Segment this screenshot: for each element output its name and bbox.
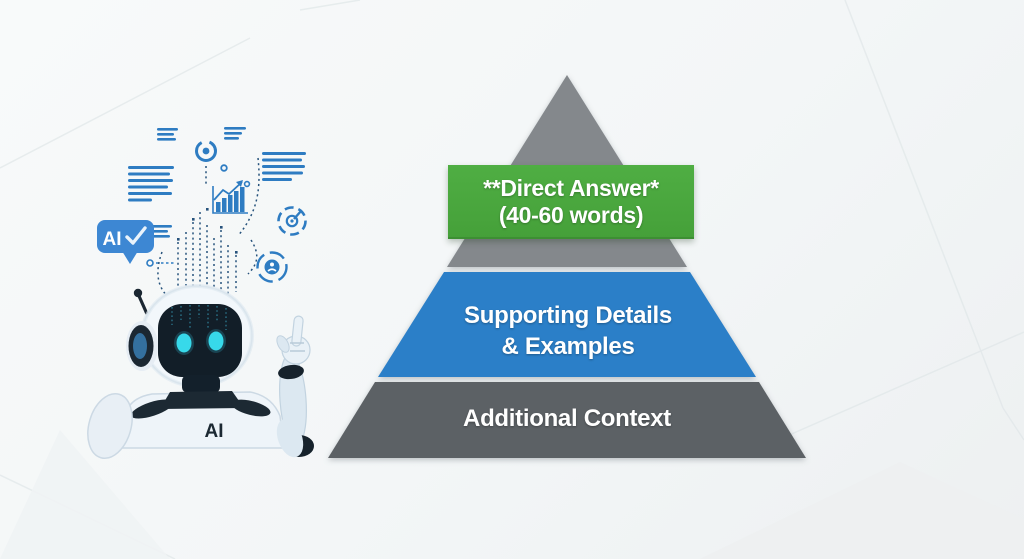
robot-eyes [174,329,226,355]
bar-chart-icon [212,180,248,214]
doc-lines-left [128,166,174,202]
banner-line2: (40-60 words) [498,202,644,228]
doc-lines-top-mid [224,127,246,140]
direct-answer-banner: **Direct Answer* (40-60 words) [448,165,694,239]
robot-hand [276,315,311,365]
middle-line2: & Examples [501,333,635,360]
robot-antenna-icon [133,288,149,315]
robot: AI [87,284,314,459]
robot-face [158,304,242,377]
background-line [754,331,1024,451]
robot-neck [182,375,220,393]
middle-line1: Supporting Details [464,302,672,329]
background-line [299,0,361,11]
dashed-connector [146,259,174,267]
target-ring-icon [195,140,217,162]
speech-bubble-ai: AI [97,220,154,264]
background-polygon [0,430,170,559]
doc-lines-right [262,152,306,181]
robot-shoulder-left [130,399,174,419]
node-dot [243,180,251,188]
speech-bubble-label: AI [103,229,122,250]
robot-wrist-band [278,364,304,380]
robot-collar [160,391,244,409]
robot-ear [126,321,158,371]
face-code-streams [171,305,227,330]
robot-shoulder-right [231,399,271,417]
background-polygon [700,462,1024,559]
additional-context-label: Additional Context [375,405,759,433]
banner-line1: **Direct Answer* [483,175,659,201]
background-line [1002,407,1024,441]
pyramid-tier-middle [378,272,756,377]
doc-lines-top-left [157,128,178,141]
robot-chest-label: AI [205,421,224,442]
pyramid-tier-bottom [328,382,806,458]
gauge-icon [277,206,307,236]
node-dot [220,164,228,172]
robot-arm-left [87,393,133,459]
user-circle-icon [256,251,288,283]
background-line [0,37,251,169]
bottom-line: Additional Context [463,405,671,432]
stream-node-dots [177,208,238,254]
check-icon [125,226,147,245]
supporting-details-label: Supporting Details & Examples [378,300,758,362]
background-line [844,0,1004,409]
